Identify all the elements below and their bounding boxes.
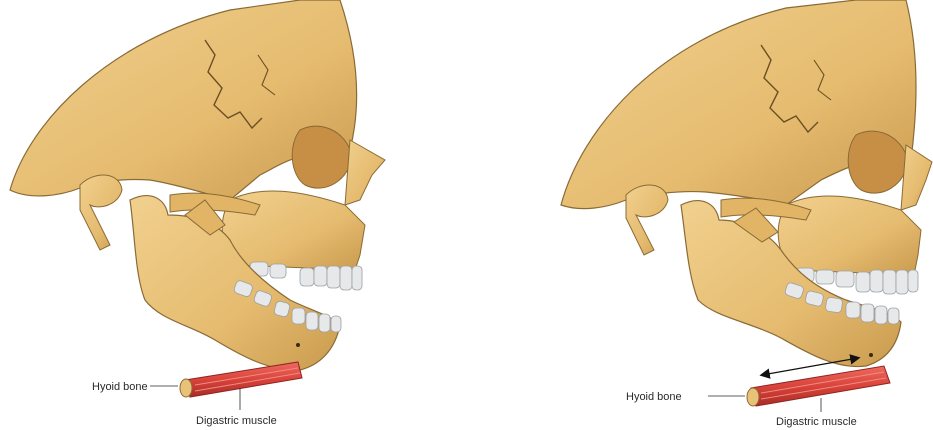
skull-illustration-left: Hyoid bone Digastric muscle [0, 0, 470, 430]
digastric-muscle-label: Digastric muscle [776, 416, 857, 428]
mastoid-process [626, 185, 668, 255]
nasal-bone [345, 140, 385, 205]
digastric-muscle [185, 362, 302, 397]
mental-foramen [296, 343, 300, 347]
digastric-muscle [751, 366, 890, 406]
hyoid-bone-label: Hyoid bone [92, 381, 148, 393]
digastric-muscle-label: Digastric muscle [196, 415, 277, 427]
hyoid-bone-label: Hyoid bone [626, 391, 682, 403]
hyoid-bone [747, 388, 759, 406]
panel-jaw-open: Hyoid bone Digastric muscle [466, 0, 933, 430]
skull-illustration-right: Hyoid bone Digastric muscle [466, 0, 933, 430]
panel-jaw-closed: Hyoid bone Digastric muscle [0, 0, 470, 430]
hyoid-bone [180, 379, 192, 397]
nasal-bone [901, 145, 932, 210]
mastoid-process [80, 175, 122, 250]
mental-foramen [869, 353, 873, 357]
